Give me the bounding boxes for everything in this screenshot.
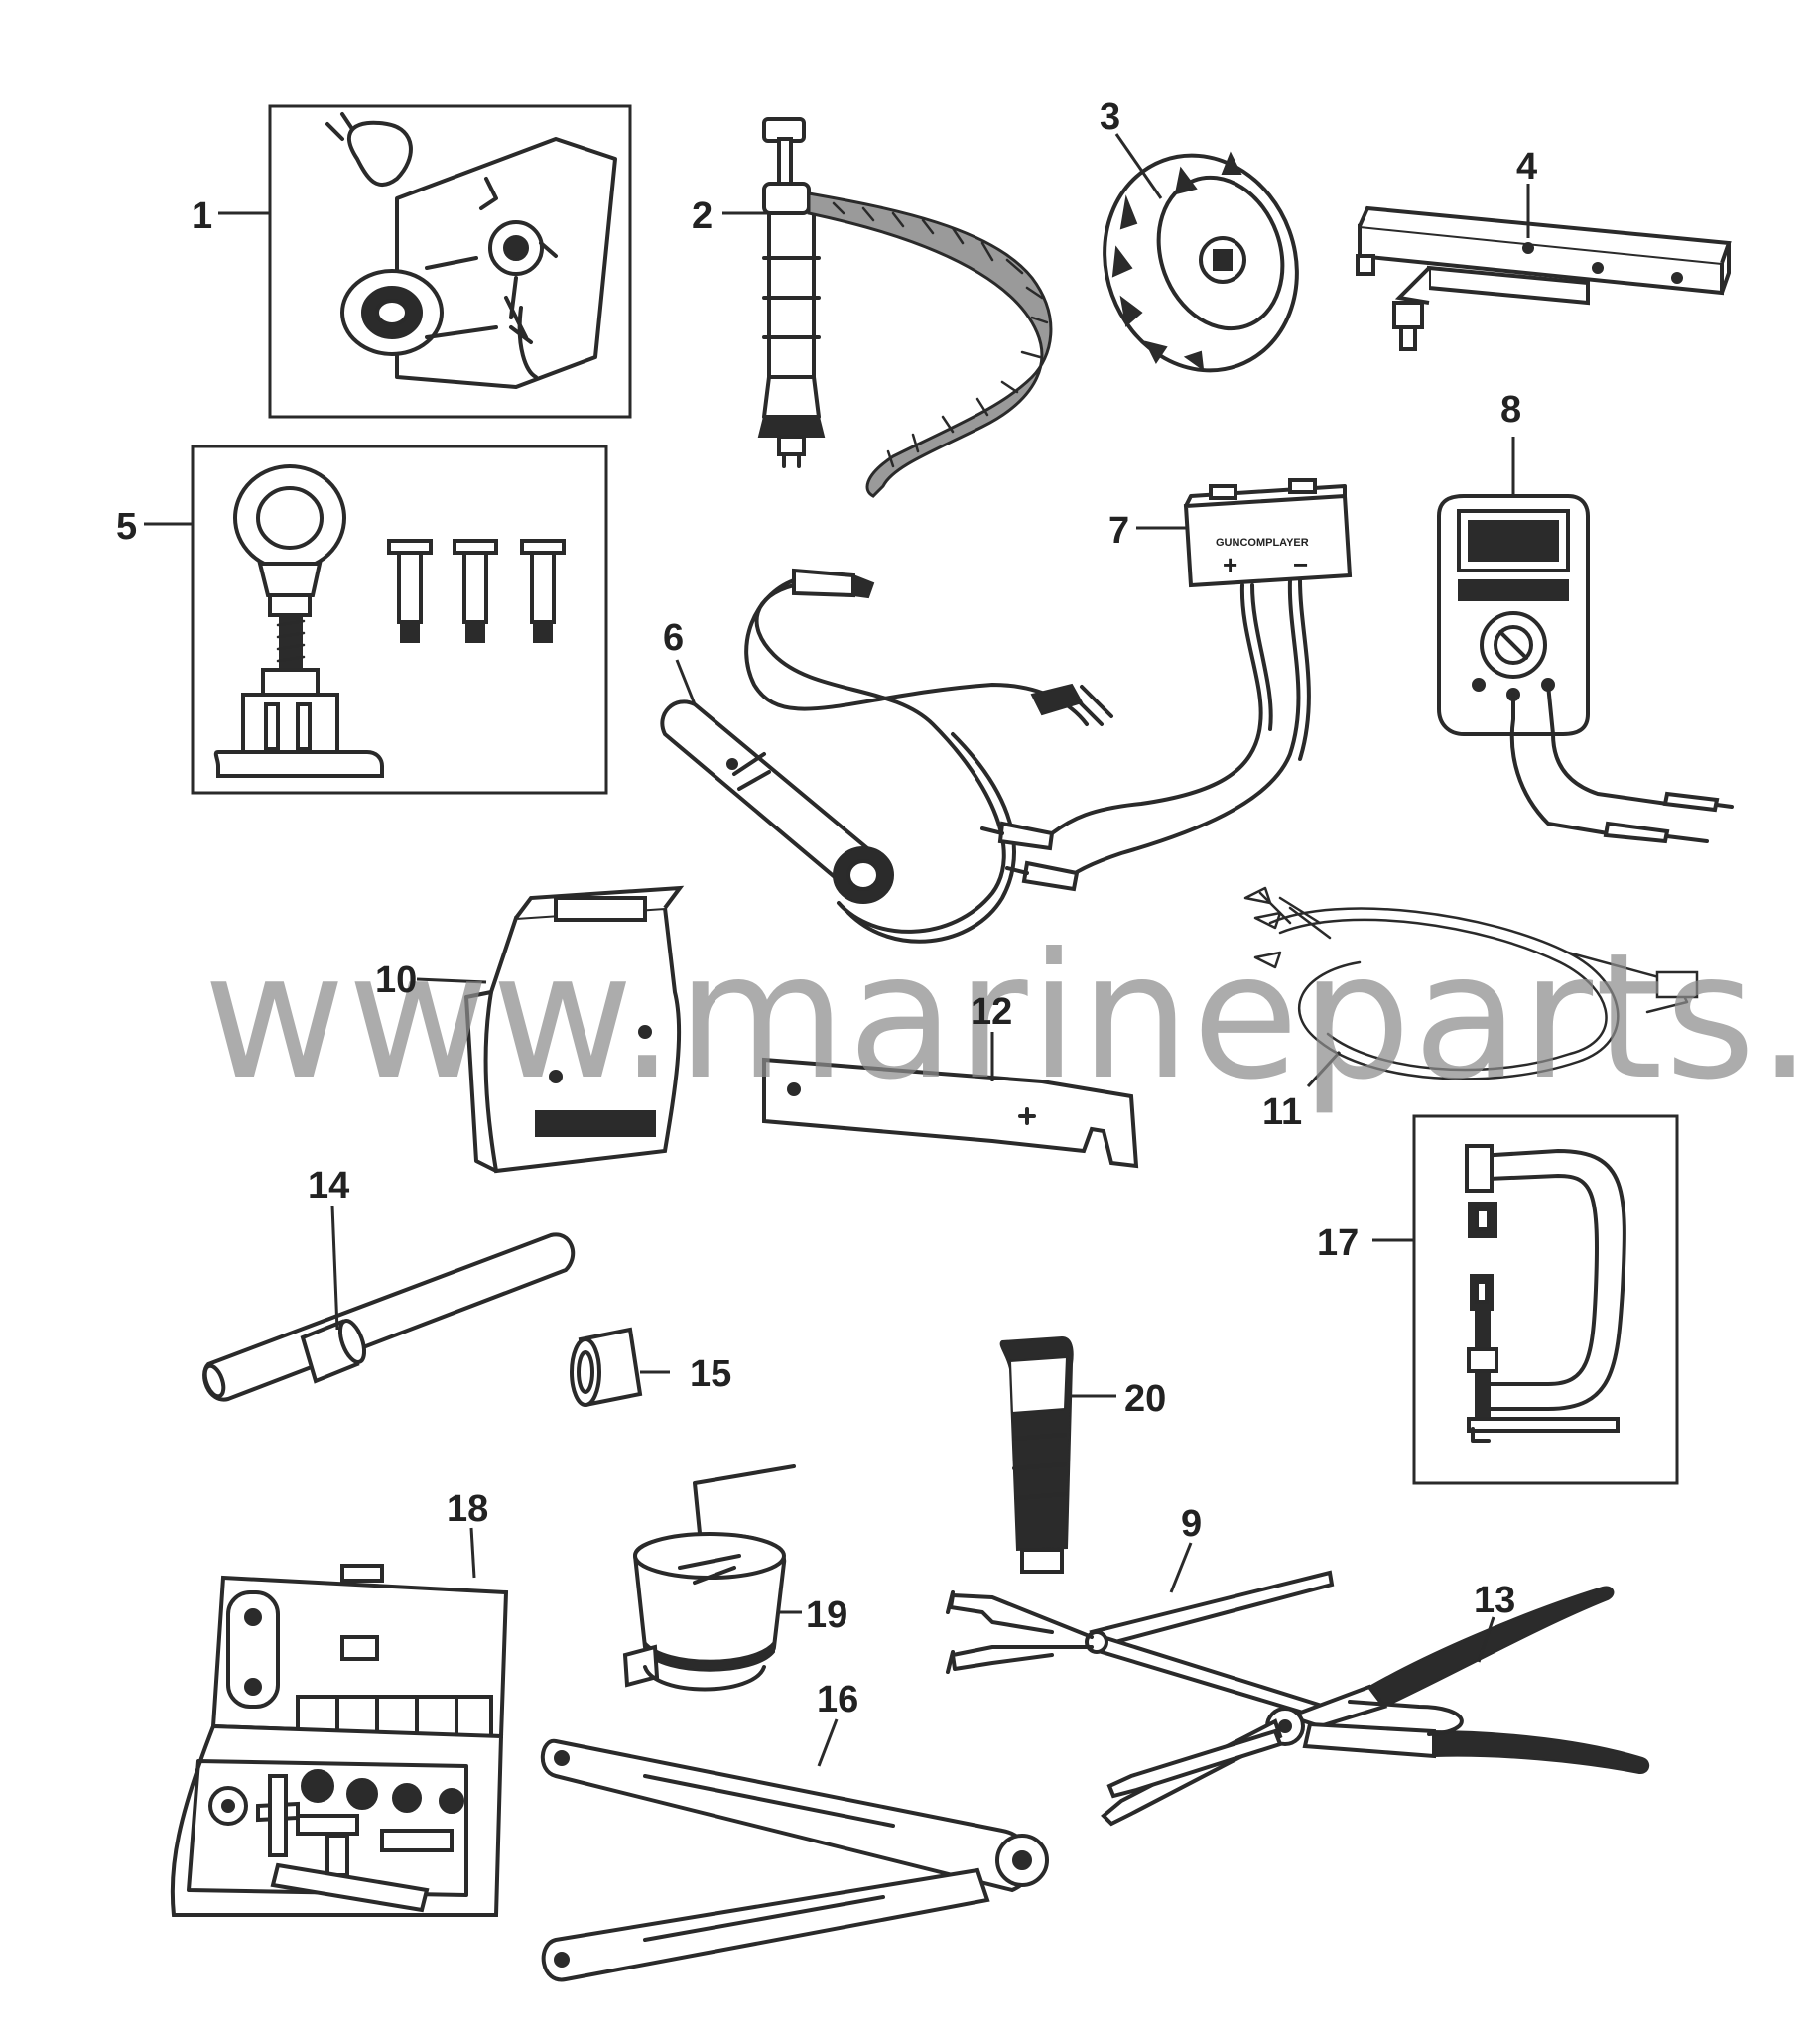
- callout-17: 17: [1317, 1222, 1359, 1264]
- part-7-test-box: GUNCOMPLAYER + −: [980, 478, 1353, 892]
- part-2-hand-pump: [757, 117, 1053, 498]
- part-19-ring-tool: [622, 1464, 796, 1692]
- callout-8: 8: [1500, 389, 1521, 431]
- part-5-bolts: [387, 539, 566, 643]
- callout-9: 9: [1181, 1503, 1202, 1545]
- part-18-kit-case: [170, 1564, 509, 1917]
- part-13-pliers: [1101, 1586, 1650, 1827]
- part-15-sleeve: [570, 1327, 643, 1407]
- callout-6: 6: [663, 617, 684, 659]
- part-1-frame: [268, 104, 632, 419]
- part-6-timing-light: [660, 568, 1113, 944]
- part-4-puller-bar: [1356, 205, 1732, 351]
- part-16-pin-spanner: [540, 1738, 1049, 1982]
- callout-14: 14: [308, 1165, 349, 1206]
- part-12-hook-tool: [762, 1057, 1139, 1169]
- callout-numbers: 1 2 3 4 5 6 7 8 9 10 11 12 13 14 15 16 1…: [116, 96, 1537, 1720]
- part-9-spanner: [946, 1570, 1335, 1721]
- callout-13: 13: [1474, 1580, 1515, 1621]
- part-8-multimeter: [1437, 494, 1734, 844]
- callout-11: 11: [1262, 1091, 1302, 1133]
- callout-7: 7: [1108, 510, 1129, 552]
- callout-15: 15: [690, 1353, 731, 1395]
- part-3-ring-tool: [1103, 151, 1299, 373]
- callout-12: 12: [971, 991, 1012, 1033]
- watermark: www.marineparts.eu: [203, 917, 1820, 1118]
- part-5-lifting-eye-kit: [191, 444, 608, 795]
- part-1-suction-tool: [268, 104, 632, 419]
- part-7-minus-sign: −: [1293, 550, 1308, 579]
- part-7-plus-sign: +: [1223, 550, 1237, 579]
- callout-16: 16: [817, 1679, 858, 1720]
- part-5-frame: [191, 444, 608, 795]
- callout-2: 2: [692, 195, 713, 237]
- leader-lines: [144, 133, 1530, 1767]
- callout-5: 5: [116, 506, 137, 548]
- part-10-module: [464, 885, 685, 1174]
- callout-4: 4: [1516, 146, 1537, 188]
- callout-3: 3: [1100, 96, 1120, 138]
- callout-20: 20: [1124, 1378, 1166, 1420]
- callout-10: 10: [375, 959, 417, 1001]
- part-14-driver-rod: [202, 1232, 576, 1402]
- part-7-device-label: GUNCOMPLAYER: [1216, 537, 1309, 549]
- callout-19: 19: [806, 1594, 847, 1636]
- callout-1: 1: [192, 195, 212, 237]
- callout-18: 18: [447, 1488, 488, 1530]
- part-17-frame: [1412, 1114, 1679, 1485]
- part-17-c-clamp: [1412, 1114, 1679, 1485]
- part-20-tube: [999, 1335, 1074, 1574]
- part-11-harness: [1243, 886, 1699, 1080]
